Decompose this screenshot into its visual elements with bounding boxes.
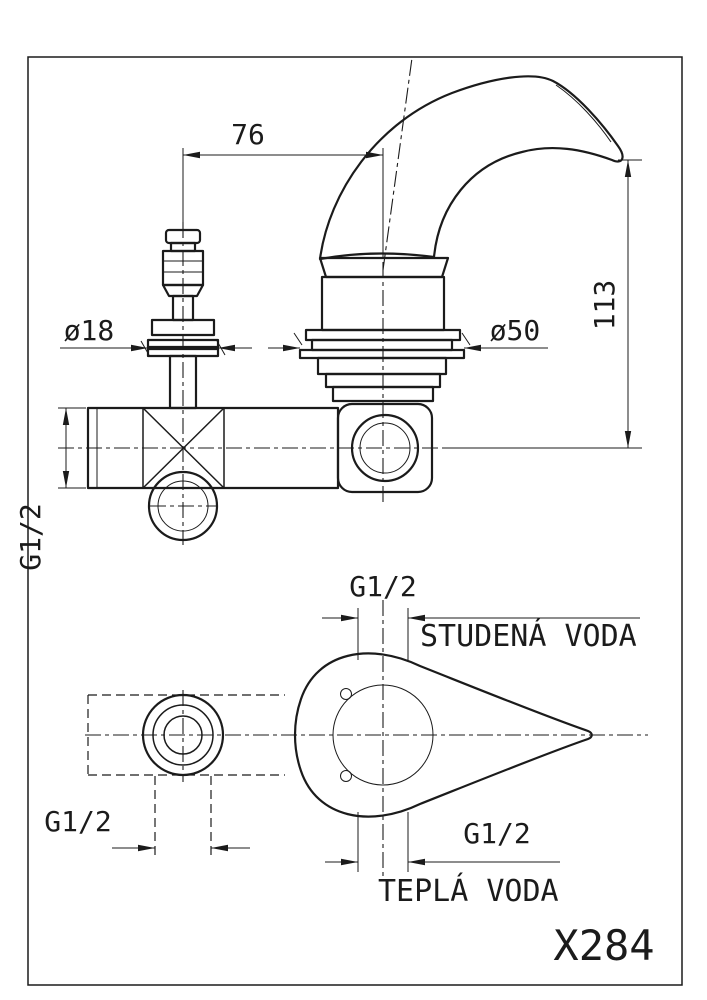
dim-76-label: 76 bbox=[231, 118, 265, 151]
detail-boss-bottom bbox=[340, 770, 352, 782]
bottom-outlet bbox=[147, 470, 219, 542]
dimension-dia50: ø50 bbox=[268, 314, 548, 352]
cold-water-label: STUDENÁ VODA bbox=[420, 618, 637, 654]
plan-view: G1/2 STUDENÁ VODA G1/2 G1/2 TEPLÁ VODA bbox=[44, 570, 648, 909]
lever-inner-circle bbox=[332, 684, 434, 786]
thread-g12-bottom-left-label: G1/2 bbox=[44, 805, 111, 838]
outlet-bracket bbox=[336, 402, 434, 494]
dimension-g12-bottom-right: G1/2 TEPLÁ VODA bbox=[325, 812, 560, 909]
dimension-g12-top: G1/2 STUDENÁ VODA bbox=[322, 570, 640, 660]
cross-mark bbox=[142, 407, 225, 489]
detail-boss-top bbox=[340, 688, 352, 700]
mixer-body bbox=[293, 256, 471, 403]
body-step-1 bbox=[316, 356, 448, 376]
flange-plate-2 bbox=[310, 338, 454, 352]
lever-handle bbox=[318, 75, 624, 261]
dimension-dia18: ø18 bbox=[60, 314, 252, 352]
pipe-body bbox=[86, 406, 340, 542]
flange-plate-3 bbox=[298, 348, 466, 360]
model-number: X284 bbox=[553, 921, 654, 970]
side-view: 76 113 ø18 ø50 G1/2 bbox=[14, 57, 642, 571]
drawing-border bbox=[27, 56, 683, 986]
inlet-port bbox=[141, 693, 225, 777]
lever-axis-centerline bbox=[382, 57, 413, 271]
dimension-g12-left: G1/2 bbox=[14, 407, 86, 571]
lever-tip-detail bbox=[555, 84, 612, 143]
thread-g12-left-label: G1/2 bbox=[14, 503, 47, 570]
dimension-g12-bottom-left: G1/2 bbox=[44, 776, 250, 856]
body-step-3 bbox=[331, 385, 435, 403]
valve-nut bbox=[150, 318, 216, 337]
diverter-valve bbox=[140, 228, 226, 410]
thread-g12-bottom-right-label: G1/2 bbox=[463, 817, 530, 850]
dia-18-label: ø18 bbox=[64, 314, 115, 347]
outlet-assembly bbox=[336, 402, 434, 494]
dim-113-label: 113 bbox=[588, 280, 621, 331]
valve-taper bbox=[161, 283, 205, 298]
side-view-centerlines bbox=[58, 57, 448, 545]
hot-water-label: TEPLÁ VODA bbox=[378, 873, 559, 909]
thread-g12-top-label: G1/2 bbox=[349, 570, 416, 603]
dimension-76: 76 bbox=[182, 118, 384, 258]
dimension-113: 113 bbox=[445, 159, 642, 449]
lever-plan-outline bbox=[293, 652, 593, 818]
right-outlet bbox=[350, 413, 420, 483]
dia-50-label: ø50 bbox=[490, 314, 541, 347]
